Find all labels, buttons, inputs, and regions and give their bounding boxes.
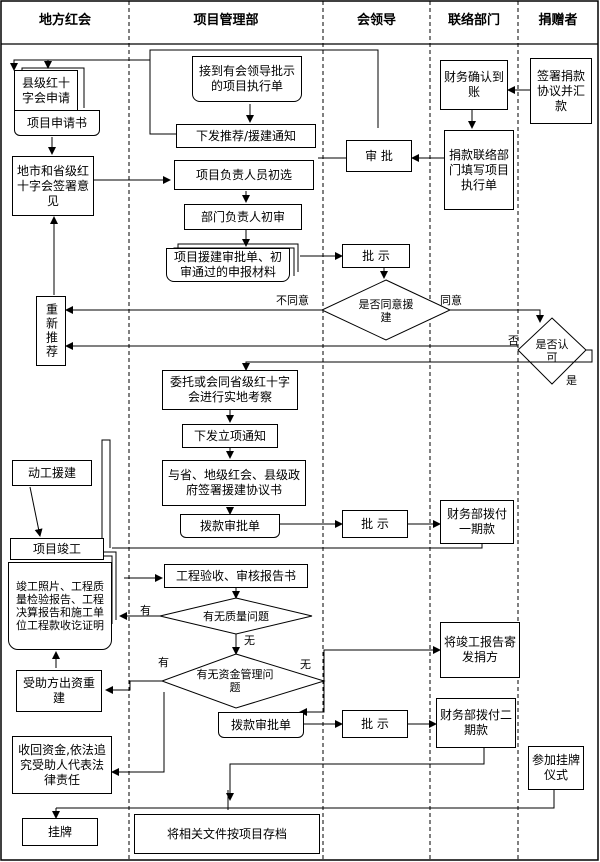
edge-label-no: 否 [508, 334, 519, 347]
commission-inspect-box: 委托或会同省级红十字会进行实地考察 [162, 370, 298, 410]
receive-instruction-doc: 接到有会领导批示的项目执行单 [192, 56, 302, 102]
approval-docs-doc: 项目援建审批单、初审通过的申报材料 [166, 248, 290, 282]
edge [105, 680, 162, 694]
payment-approval-2-doc: 拨款审批单 [218, 712, 304, 738]
edge [226, 748, 485, 801]
issue-project-notice-box: 下发立项通知 [182, 424, 278, 448]
project-application-doc: 项目申请书 [14, 110, 100, 136]
finance-confirm-box: 财务确认到账 [440, 60, 508, 110]
instruct-3-box: 批 示 [342, 710, 408, 738]
decision-donor-approve-label: 是否认可 [535, 338, 569, 364]
engineering-review-box: 工程验收、审核报告书 [164, 564, 308, 588]
edge-label-none: 无 [244, 634, 255, 647]
hang-plaque-box: 挂牌 [22, 818, 98, 846]
recipient-rebuild-box: 受助方出资重建 [16, 670, 102, 712]
lane-title-leadership: 会领导 [356, 13, 396, 28]
edge-label-yes: 是 [566, 374, 577, 387]
lane-title-project-dept: 项目管理部 [193, 13, 259, 28]
issue-notice-box: 下发推荐/援建通知 [176, 124, 316, 148]
edge [450, 309, 544, 323]
edge [56, 790, 555, 809]
completion-report-to-donor-box: 将竣工报告寄发捐方 [440, 622, 520, 678]
donation-exec-form-box: 捐款联络部门填写项目执行单 [444, 130, 514, 210]
sign-agreement-box: 与省、地级红会、县级政府签署援建协议书 [162, 460, 306, 506]
instruct-1-box: 批 示 [342, 244, 410, 268]
county-apply-box: 县级红十字会申请 [14, 70, 78, 112]
city-province-opinion-box: 地市和省级红十字会签署意见 [12, 156, 94, 216]
decision-leader-agree-label: 是否同意援建 [358, 298, 414, 324]
lane-title-liaison-dept: 联络部门 [447, 13, 500, 28]
lane-title-donor: 捐赠者 [538, 13, 578, 28]
edge-label-has: 有 [140, 604, 151, 617]
finance-pay-1-box: 财务部拨付一期款 [440, 500, 514, 544]
lane-title-local-red-cross: 地方红会 [38, 13, 91, 28]
decision-leader-agree [320, 279, 452, 341]
plaque-ceremony-box: 参加挂牌仪式 [528, 746, 584, 790]
edge-label-agree: 同意 [440, 294, 462, 307]
dept-head-review-box: 部门负责人初审 [184, 204, 302, 230]
decision-donor-approve [517, 317, 587, 385]
edge [149, 60, 176, 135]
payment-approval-1-doc: 拨款审批单 [180, 514, 280, 538]
edge [29, 486, 43, 537]
edge [112, 544, 483, 549]
edge [101, 439, 111, 548]
edge-label-has-2: 有 [158, 656, 169, 669]
edge-label-disagree: 不同意 [276, 294, 309, 307]
edge-label-none-2: 无 [300, 658, 311, 671]
approve-review-box: 审 批 [346, 140, 412, 172]
finance-pay-2-box: 财务部拨付二期款 [436, 698, 516, 748]
edge [111, 692, 165, 776]
edge [242, 349, 593, 371]
edge [299, 681, 325, 716]
sign-donation-agreement-box: 签署捐款协议并汇款 [530, 58, 592, 124]
completion-materials-doc: 竣工照片、工程质量检验报告、工程决算报告和施工单位工程款收讫证明 [8, 562, 112, 650]
decision-funds-label: 有无资金管理问题 [196, 668, 274, 694]
start-construction-box: 动工援建 [12, 460, 92, 486]
re-recommend-box: 重新推荐 [36, 296, 66, 366]
decision-quality-label: 有无质量问题 [203, 609, 269, 623]
edge [10, 49, 379, 128]
recover-funds-box: 收回资金,依法追究受助人代表法律责任 [12, 736, 112, 794]
decision-funds [160, 653, 326, 709]
edge [323, 646, 441, 681]
instruct-2-box: 批 示 [342, 510, 408, 538]
project-completion-box: 项目竣工 [10, 538, 104, 560]
archive-box: 将相关文件按项目存档 [134, 814, 320, 854]
staff-primary-select-box: 项目负责人员初选 [174, 160, 314, 190]
doc-shadow [177, 243, 299, 272]
